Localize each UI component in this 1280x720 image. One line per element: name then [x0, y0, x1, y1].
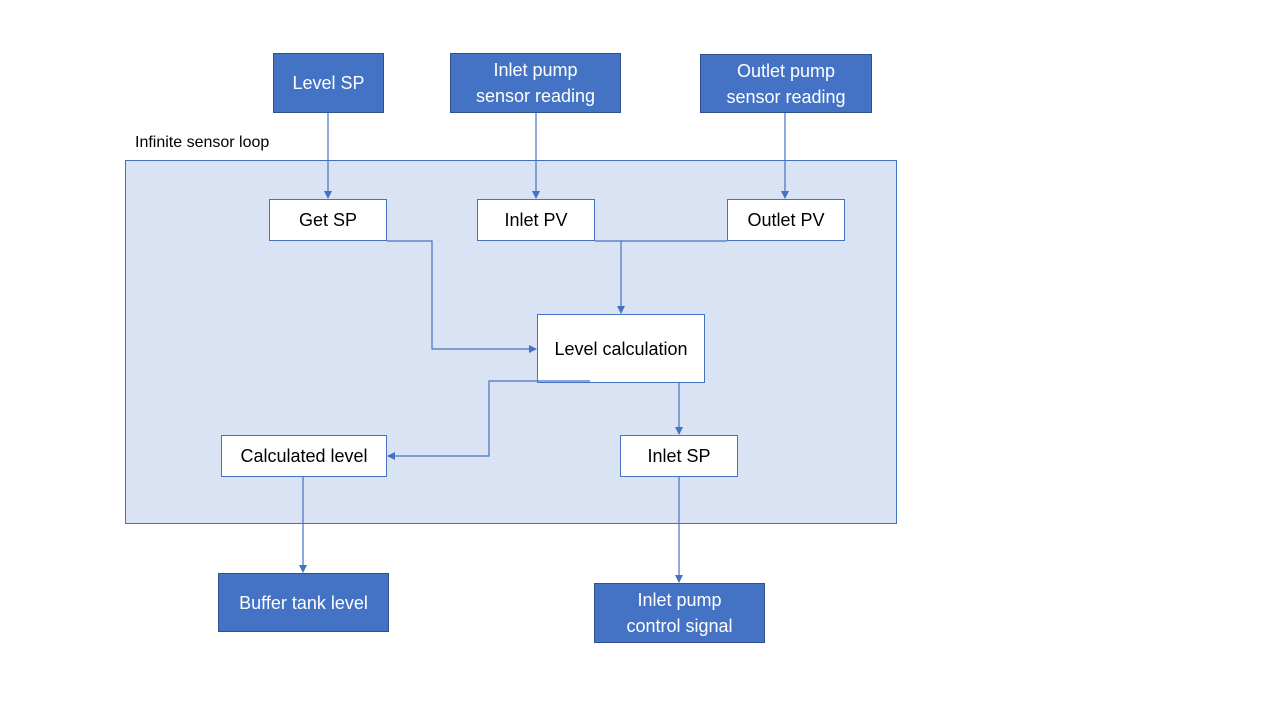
level-sp-label: Level SP: [292, 73, 365, 93]
outlet-sensor-label: Outlet pump sensor reading: [726, 60, 846, 107]
inlet-sensor-box: Inlet pump sensor reading: [450, 53, 621, 113]
buffer-tank-level-box: Buffer tank level: [218, 573, 389, 632]
buffer-tank-level-label: Buffer tank level: [239, 592, 368, 613]
inlet-sp-box: Inlet SP: [620, 435, 738, 477]
outlet-sensor-box: Outlet pump sensor reading: [700, 54, 872, 113]
inlet-pv-label: Inlet PV: [504, 210, 568, 230]
inlet-control-signal-label: Inlet pump control signal: [626, 590, 733, 636]
inlet-sp-label: Inlet SP: [647, 446, 711, 466]
level-calculation-box: Level calculation: [537, 314, 705, 383]
calculated-level-label: Calculated level: [240, 446, 368, 466]
get-sp-box: Get SP: [269, 199, 387, 241]
calculated-level-box: Calculated level: [221, 435, 387, 477]
level-calculation-label: Level calculation: [554, 338, 688, 359]
loop-label: Infinite sensor loop: [135, 134, 270, 151]
outlet-pv-box: Outlet PV: [727, 199, 845, 241]
level-sp-box: Level SP: [273, 53, 384, 113]
inlet-pv-box: Inlet PV: [477, 199, 595, 241]
inlet-sensor-label: Inlet pump sensor reading: [475, 60, 596, 106]
get-sp-label: Get SP: [298, 210, 358, 230]
inlet-control-signal-box: Inlet pump control signal: [594, 583, 765, 643]
outlet-pv-label: Outlet PV: [747, 210, 825, 230]
